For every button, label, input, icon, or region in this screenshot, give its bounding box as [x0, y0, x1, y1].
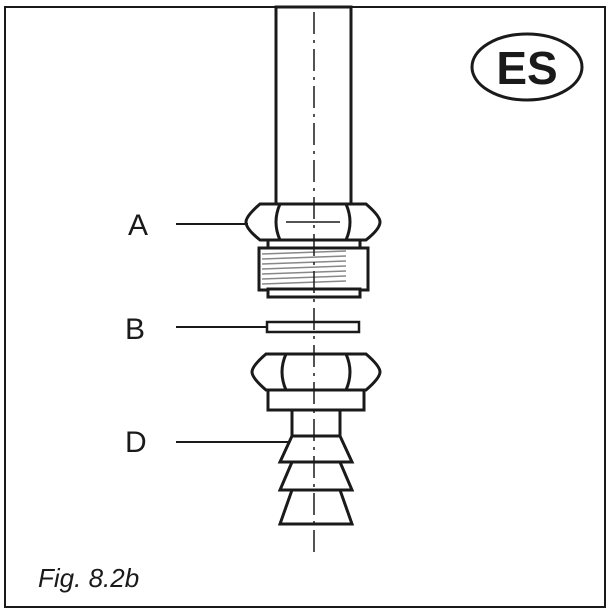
barb-ring-2 [277, 460, 355, 492]
nut-a [244, 202, 382, 242]
badge-label: ES [496, 42, 557, 94]
nut-lower-body [250, 352, 382, 392]
nut-lower-base [266, 388, 366, 412]
washer-b [265, 320, 361, 334]
nut-a-face-left [274, 203, 282, 241]
nut-lower-face-left [280, 353, 288, 391]
language-badge: ES [470, 32, 584, 102]
thread-lines [261, 250, 347, 285]
barb-neck [290, 408, 342, 438]
hose-barb-d [277, 408, 355, 526]
nut-lower-face-right [344, 353, 352, 391]
label-b: B [125, 313, 145, 346]
barb-ring-3 [277, 488, 355, 526]
figure-caption: Fig. 8.2b [38, 563, 139, 593]
badge-outline [470, 32, 584, 102]
label-a: A [128, 209, 148, 242]
barb-ring-1 [277, 434, 355, 464]
nut-a-face-right [344, 203, 352, 241]
nut-lower [250, 352, 382, 412]
label-d: D [125, 426, 147, 459]
